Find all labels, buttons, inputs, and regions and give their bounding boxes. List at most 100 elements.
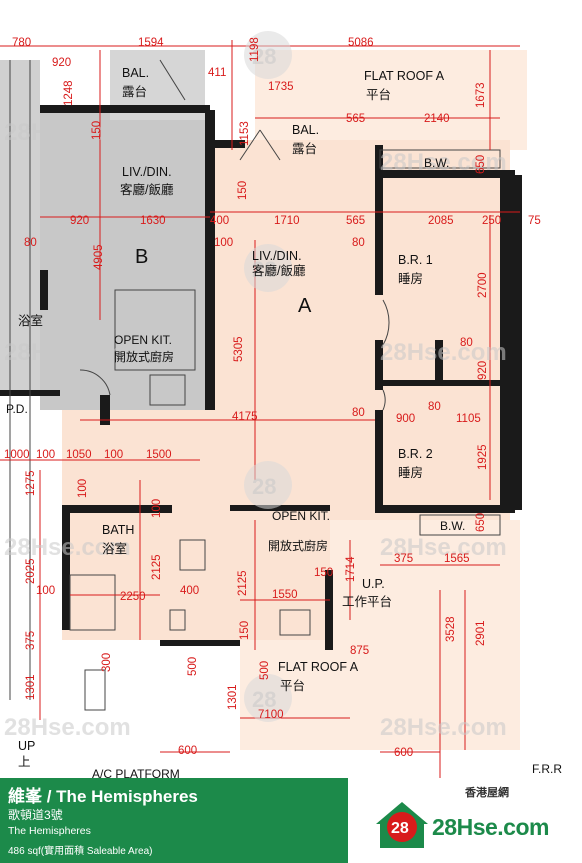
room-label: FLAT ROOF A bbox=[278, 660, 359, 674]
room-label: UP bbox=[18, 739, 35, 753]
dimension-value: 1248 bbox=[63, 80, 75, 106]
dimension-value: 1710 bbox=[274, 215, 300, 227]
room-label: OPEN KIT. bbox=[272, 509, 330, 523]
dimension-value: 900 bbox=[396, 413, 415, 425]
dimension-value: 875 bbox=[350, 645, 369, 657]
dimension-value: 1275 bbox=[25, 470, 37, 496]
dimension-value: 1925 bbox=[477, 444, 489, 470]
dimension-value: 920 bbox=[70, 215, 89, 227]
svg-text:28: 28 bbox=[252, 474, 276, 499]
dimension-value: 650 bbox=[475, 513, 487, 532]
dimension-value: 4175 bbox=[232, 411, 258, 423]
dimension-value: 7100 bbox=[258, 709, 284, 721]
room-label-zh: 露台 bbox=[122, 84, 147, 99]
left-unit-area bbox=[0, 60, 40, 390]
dimension-value: 100 bbox=[36, 449, 55, 461]
unit-b-area bbox=[40, 110, 210, 410]
listing-area: 486 sqf(實用面積 Saleable Area) bbox=[8, 846, 153, 857]
room-label: LIV./DIN. bbox=[122, 165, 172, 179]
room-label: BAL. bbox=[122, 66, 149, 80]
dimension-value: 100 bbox=[36, 585, 55, 597]
room-label: B.R. 2 bbox=[398, 447, 433, 461]
dimension-value: 75 bbox=[528, 215, 541, 227]
dimension-value: 80 bbox=[428, 401, 441, 413]
listing-name-en: The Hemispheres bbox=[8, 825, 91, 837]
dimension-value: 2125 bbox=[237, 570, 249, 596]
dimension-value: 1594 bbox=[138, 37, 164, 49]
up-platform-area bbox=[330, 520, 520, 640]
listing-title: 維峯 / The Hemispheres bbox=[8, 787, 198, 806]
svg-text:28: 28 bbox=[252, 44, 276, 69]
dimension-value: 2085 bbox=[428, 215, 454, 227]
svg-text:28Hse.com: 28Hse.com bbox=[4, 714, 131, 741]
watermark-layer: 28 28 28 28 28Hse.com 28Hse.com 28Hse.co… bbox=[4, 31, 507, 741]
dimension-value: 500 bbox=[259, 661, 271, 680]
svg-text:28Hse.com: 28Hse.com bbox=[4, 339, 131, 366]
svg-text:28Hse.com: 28Hse.com bbox=[380, 149, 507, 176]
dimension-value: 5086 bbox=[348, 37, 374, 49]
dimension-value: 1714 bbox=[345, 556, 357, 582]
dimension-value: 1050 bbox=[66, 449, 92, 461]
dimension-value: 400 bbox=[210, 215, 229, 227]
room-label: B.W. bbox=[440, 519, 465, 533]
room-label-zh: 平台 bbox=[366, 87, 391, 102]
dimension-value: 100 bbox=[104, 449, 123, 461]
room-label: FLAT ROOF A bbox=[364, 69, 445, 83]
dimension-value: 600 bbox=[178, 745, 197, 757]
dimension-value: 2700 bbox=[477, 272, 489, 298]
room-label: BAL. bbox=[292, 123, 319, 137]
dimension-value: 5305 bbox=[233, 336, 245, 362]
dimension-value: 400 bbox=[180, 585, 199, 597]
svg-text:28Hse.com: 28Hse.com bbox=[380, 714, 507, 741]
room-label: OPEN KIT. bbox=[114, 333, 172, 347]
dimension-value: 1301 bbox=[227, 684, 239, 710]
dimension-value: 80 bbox=[352, 407, 365, 419]
dimension-value: 80 bbox=[460, 337, 473, 349]
dimension-value: 1301 bbox=[25, 674, 37, 700]
dimension-value: 565 bbox=[346, 113, 365, 125]
dimension-value: 1500 bbox=[146, 449, 172, 461]
dimension-value: 150 bbox=[237, 181, 249, 200]
room-label-zh: 開放式廚房 bbox=[268, 538, 328, 553]
room-labels: BAL. 露台 FLAT ROOF A 平台 BAL. 露台 B.W. LIV.… bbox=[6, 66, 562, 778]
dimension-value: 150 bbox=[314, 567, 333, 579]
dimension-value: 780 bbox=[12, 37, 31, 49]
listing-address: 歌頓道3號 bbox=[8, 808, 63, 822]
plan-lines bbox=[9, 59, 501, 711]
dimension-value: 1153 bbox=[239, 121, 251, 146]
flat-roof-top-area bbox=[255, 50, 527, 150]
dimension-texts: 780 1594 1198 5086 920 1248 411 1735 167… bbox=[4, 37, 541, 759]
dimension-value: 375 bbox=[394, 553, 413, 565]
dimension-value: 1630 bbox=[140, 215, 166, 227]
room-label: F.R.R bbox=[532, 762, 562, 776]
dimension-value: 100 bbox=[77, 479, 89, 498]
dimension-value: 565 bbox=[346, 215, 365, 227]
dimension-value: 375 bbox=[25, 631, 37, 650]
dimension-value: 100 bbox=[214, 237, 233, 249]
room-label: A/C PLATFORM bbox=[92, 767, 180, 778]
room-label-zh: 睡房 bbox=[398, 271, 423, 286]
dimension-value: 300 bbox=[101, 653, 113, 672]
dimension-value: 80 bbox=[24, 237, 37, 249]
dimension-value: 650 bbox=[475, 155, 487, 174]
dimension-value: 1735 bbox=[268, 81, 294, 93]
dimension-value: 1673 bbox=[475, 82, 487, 108]
brand-name: 28Hse.com bbox=[432, 814, 549, 840]
dimension-value: 150 bbox=[239, 621, 251, 640]
dimension-value: 1550 bbox=[272, 589, 298, 601]
svg-text:28Hse.com: 28Hse.com bbox=[4, 534, 131, 561]
dimension-value: 1105 bbox=[456, 413, 481, 425]
dimension-value: 150 bbox=[91, 121, 103, 140]
room-label-zh: 客廳/飯廳 bbox=[120, 182, 174, 197]
unit-letter: A bbox=[298, 295, 312, 317]
dimension-value: 2901 bbox=[475, 620, 487, 646]
title-band: 維峯 / The Hemispheres 歌頓道3號 The Hemispher… bbox=[0, 778, 348, 863]
dimension-value: 2140 bbox=[424, 113, 450, 125]
dimension-value: 411 bbox=[208, 67, 226, 79]
dimension-value: 2025 bbox=[25, 558, 37, 584]
svg-text:28Hse.com: 28Hse.com bbox=[380, 339, 507, 366]
floor-plan: 28 28 28 28 28Hse.com 28Hse.com 28Hse.co… bbox=[0, 31, 563, 778]
room-label: U.P. bbox=[362, 577, 385, 591]
room-label: B.R. 1 bbox=[398, 253, 433, 267]
dimension-value: 920 bbox=[52, 57, 71, 69]
